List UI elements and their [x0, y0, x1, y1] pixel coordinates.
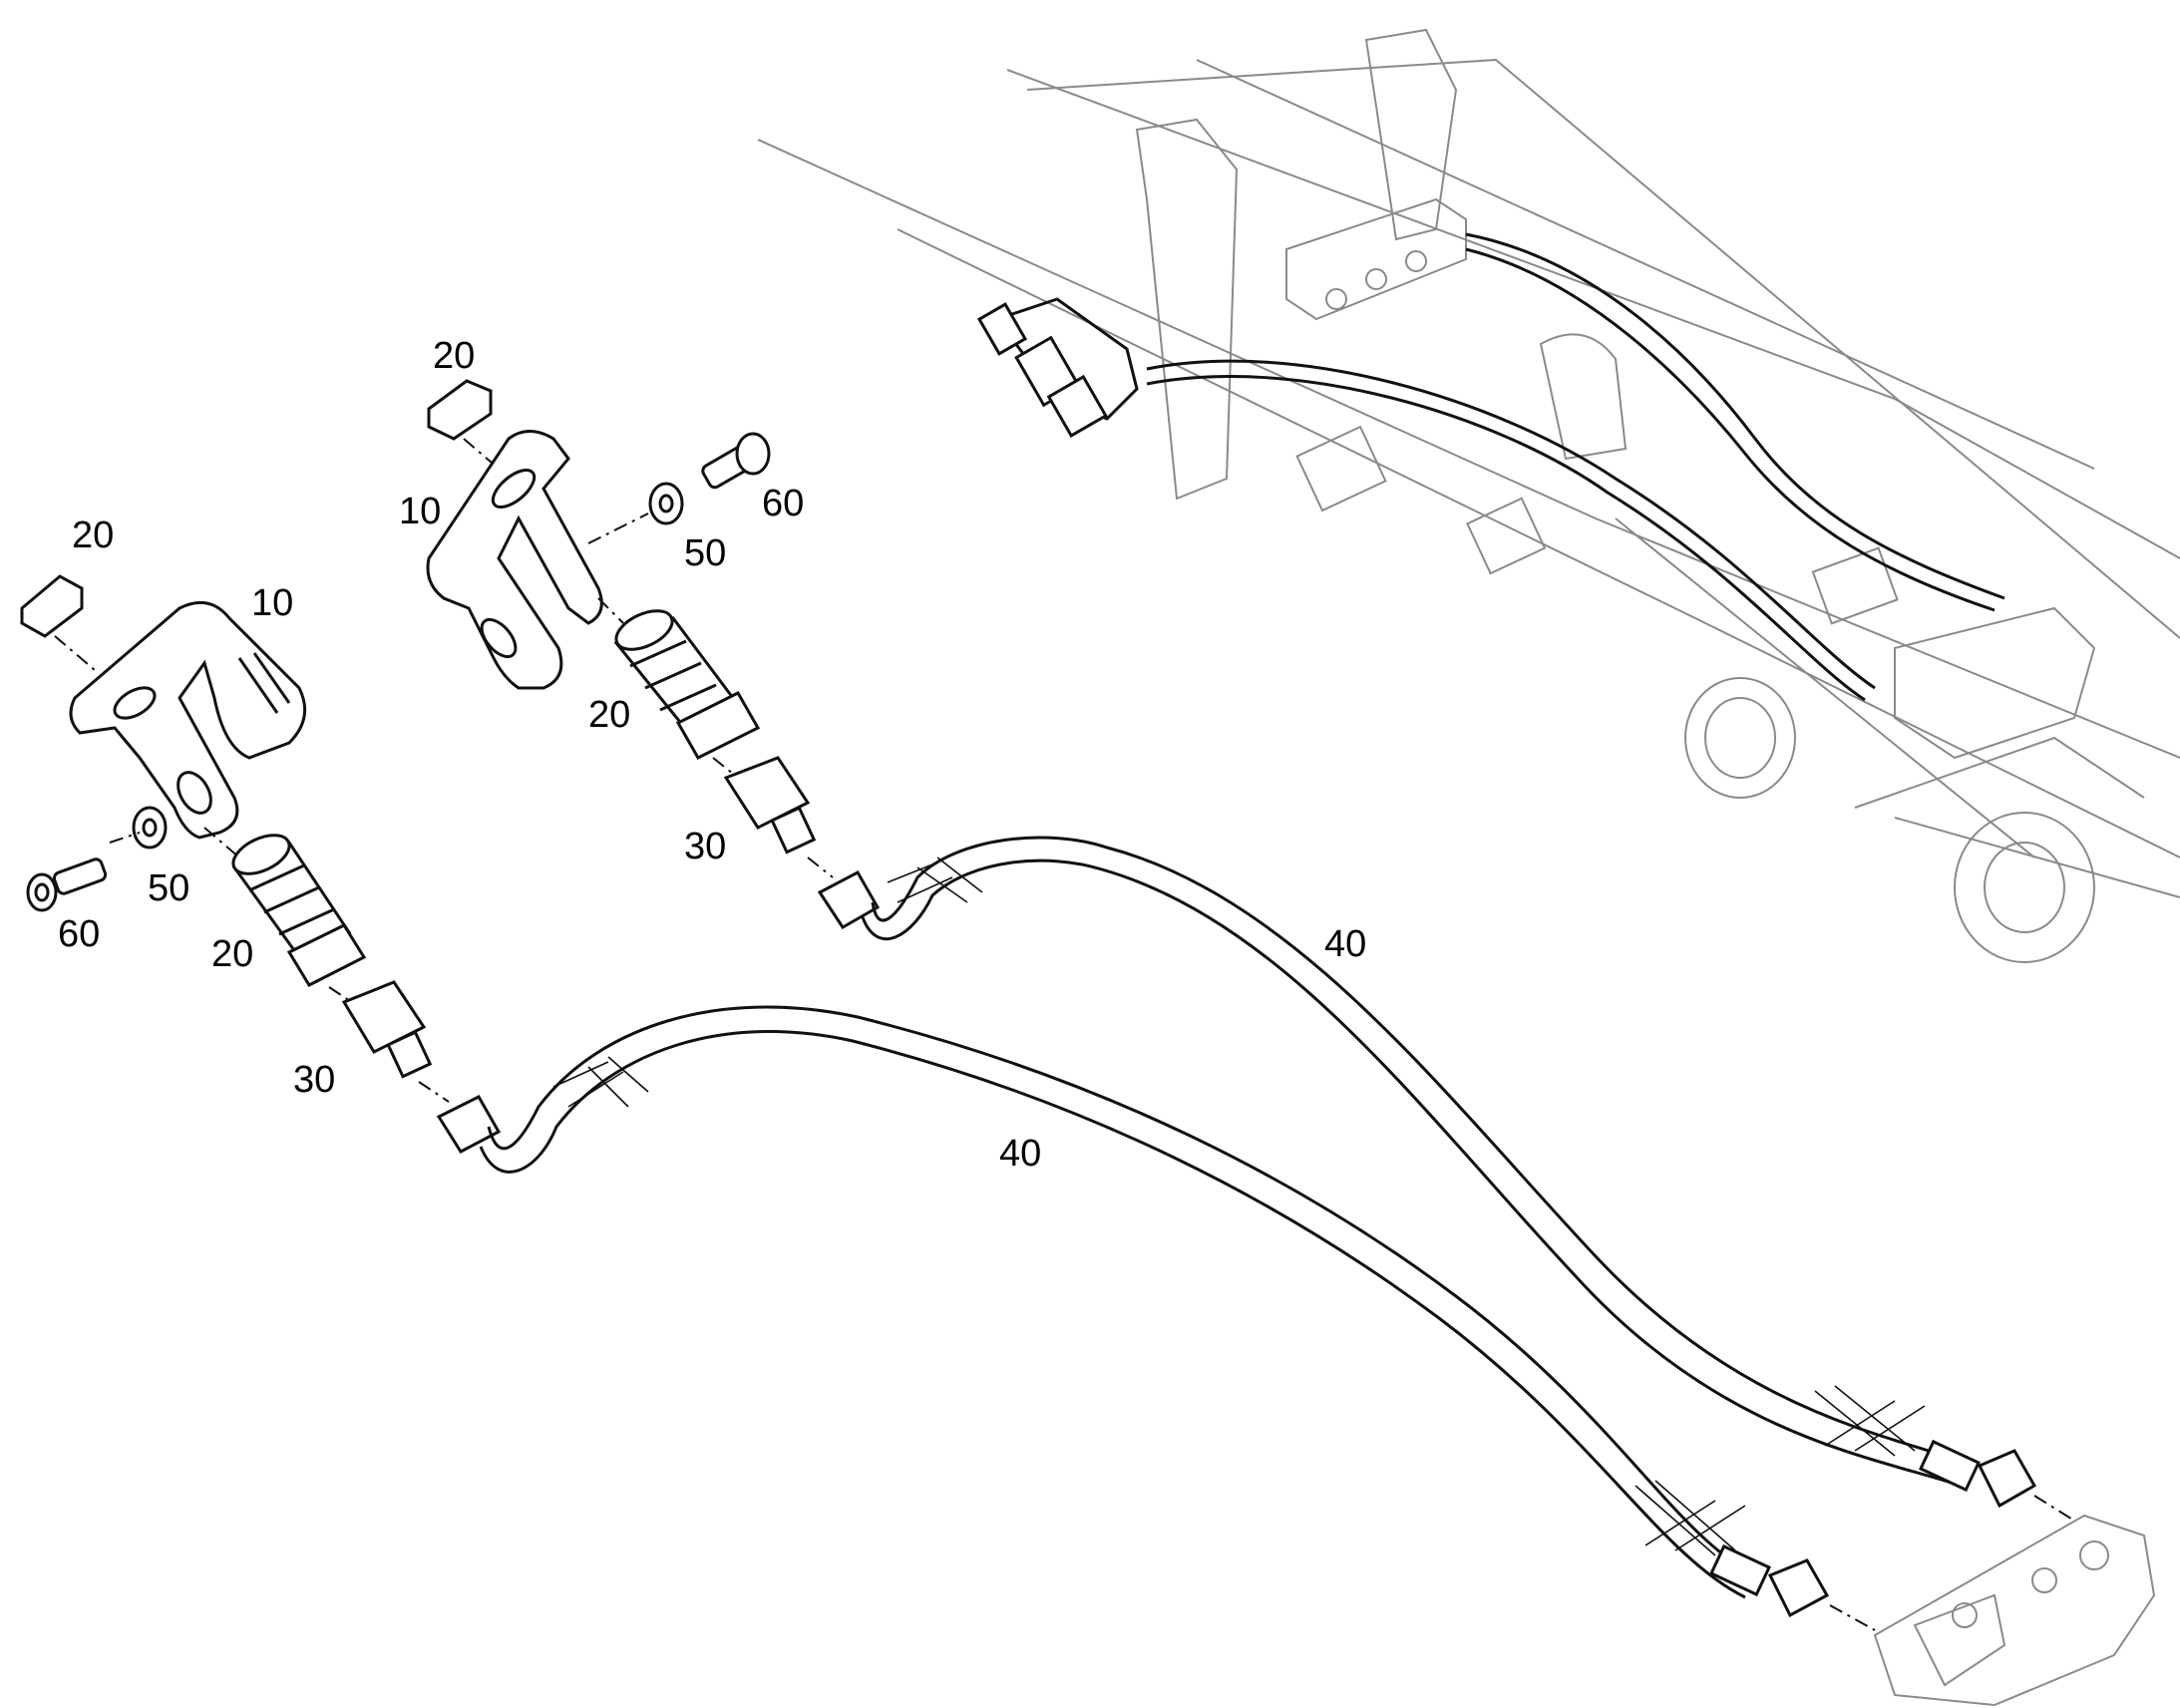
callout-40-lower-hose: 40: [999, 1133, 1042, 1175]
end-valve-block: [1829, 1495, 2156, 1707]
hose-upper: [817, 836, 2037, 1509]
quick-coupling-right: [613, 609, 761, 760]
clamp-insert-left: [20, 574, 84, 638]
callout-60-right-screw: 60: [762, 483, 805, 524]
callout-20-left-clamp: 20: [72, 514, 115, 556]
callout-30-left-adapter: 30: [293, 1059, 336, 1101]
callout-10-left-bracket: 10: [251, 582, 294, 624]
callout-20-right-clamp: 20: [433, 335, 476, 377]
callout-40-upper-hose: 40: [1324, 923, 1367, 965]
screw-right: [701, 432, 771, 490]
callout-30-right-adapter: 30: [684, 826, 727, 867]
quick-coupling-left: [231, 834, 367, 987]
callout-20-left-coupling: 20: [211, 933, 254, 975]
bracket-left: [69, 600, 307, 840]
callout-10-right-bracket: 10: [399, 491, 442, 532]
callout-50-left-washer: 50: [148, 867, 190, 909]
boom-assembly-background: [757, 28, 2180, 963]
callout-20-right-coupling: 20: [588, 694, 631, 736]
callout-50-right-washer: 50: [684, 532, 727, 574]
screw-left: [26, 857, 108, 912]
washer-right: [648, 482, 684, 525]
washer-left: [132, 806, 168, 850]
right-bracket-group: [426, 379, 834, 878]
left-bracket-group: [20, 574, 450, 1103]
callout-60-left-screw: 60: [58, 913, 101, 955]
bracket-right: [426, 430, 603, 690]
hose-lower: [436, 1005, 1830, 1618]
adapter-right: [723, 756, 817, 854]
clamp-insert-right: [427, 379, 493, 441]
adapter-left: [341, 980, 433, 1079]
